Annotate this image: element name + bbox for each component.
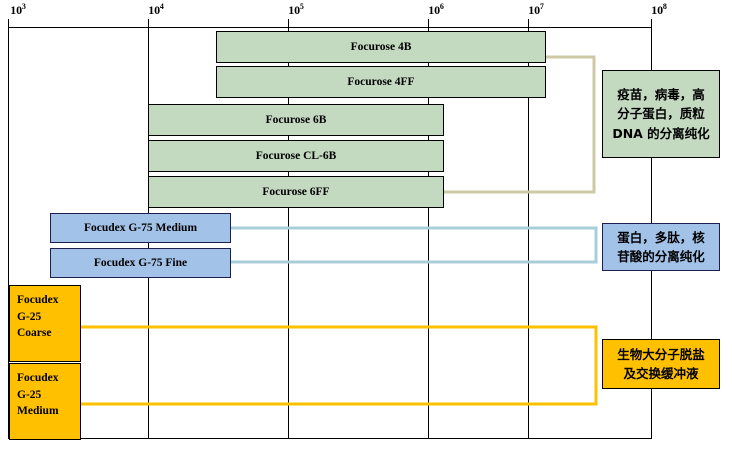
callout-line-2: 苷酸的分离纯化 [617,249,705,264]
callout-dextran75-applications[interactable]: 蛋白，多肽，核 苷酸的分离纯化 [602,223,720,271]
bar-label-line-2: G-25 [17,388,42,401]
axis-tick-label-3: 106 [428,2,444,17]
bar-focurose-6ff[interactable]: Focurose 6FF [148,176,444,208]
axis-tick-label-2: 105 [288,2,304,17]
callout-line-1: 生物大分子脱盐 [617,346,705,362]
bar-label: Focurose 4FF [347,75,415,88]
bar-focudex-g25-medium[interactable]: Focudex G-25 Medium [9,363,81,440]
callout-line-1: 蛋白，多肽，核 [617,229,705,245]
bar-label-line-3: Coarse [17,327,52,340]
axis-tick-label-1: 104 [148,2,164,17]
callout-agarose-applications[interactable]: 疫苗，病毒，高 分子蛋白，质粒 DNA 的分离纯化 [602,70,720,158]
bar-focurose-4b[interactable]: Focurose 4B [216,31,546,63]
bar-label-line-2: G-25 [17,310,42,323]
bar-label: Focurose 4B [350,40,412,53]
callout-line-2: 及交换缓冲液 [623,366,699,381]
bar-focurose-6b[interactable]: Focurose 6B [148,104,444,136]
callout-line-2: 分子蛋白，质粒 [617,106,705,122]
bar-label: Focurose CL-6B [255,149,337,162]
bar-focudex-g75-medium[interactable]: Focudex G-75 Medium [50,213,231,243]
axis-tick-label-4: 107 [528,2,544,17]
callout-line-1: 疫苗，病毒，高 [617,86,705,102]
x-axis-line [8,27,652,28]
axis-tick-label-5: 108 [651,2,667,17]
bar-focurose-cl-6b[interactable]: Focurose CL-6B [148,140,444,172]
bar-label-line-1: Focudex [17,294,59,306]
bar-focudex-g25-coarse[interactable]: Focudex G-25 Coarse [9,285,81,362]
bar-label: Focurose 6B [265,113,327,126]
callout-dextran25-applications[interactable]: 生物大分子脱盐 及交换缓冲液 [602,339,720,389]
plot-bottom-edge [8,438,652,439]
axis-tick-0 [8,19,9,35]
plot-left-edge [8,27,9,439]
axis-tick-label-0: 103 [10,2,26,17]
bar-label-line-3: Medium [17,405,59,418]
callout-line-3: DNA 的分离纯化 [612,125,710,141]
bar-label-line-1: Focudex [17,372,59,384]
bar-label: Focurose 6FF [262,185,330,198]
bar-label: Focudex G-75 Medium [83,221,198,234]
bar-focurose-4ff[interactable]: Focurose 4FF [216,66,546,98]
bar-label: Focudex G-75 Fine [93,256,188,269]
bar-focudex-g75-fine[interactable]: Focudex G-75 Fine [50,248,231,278]
